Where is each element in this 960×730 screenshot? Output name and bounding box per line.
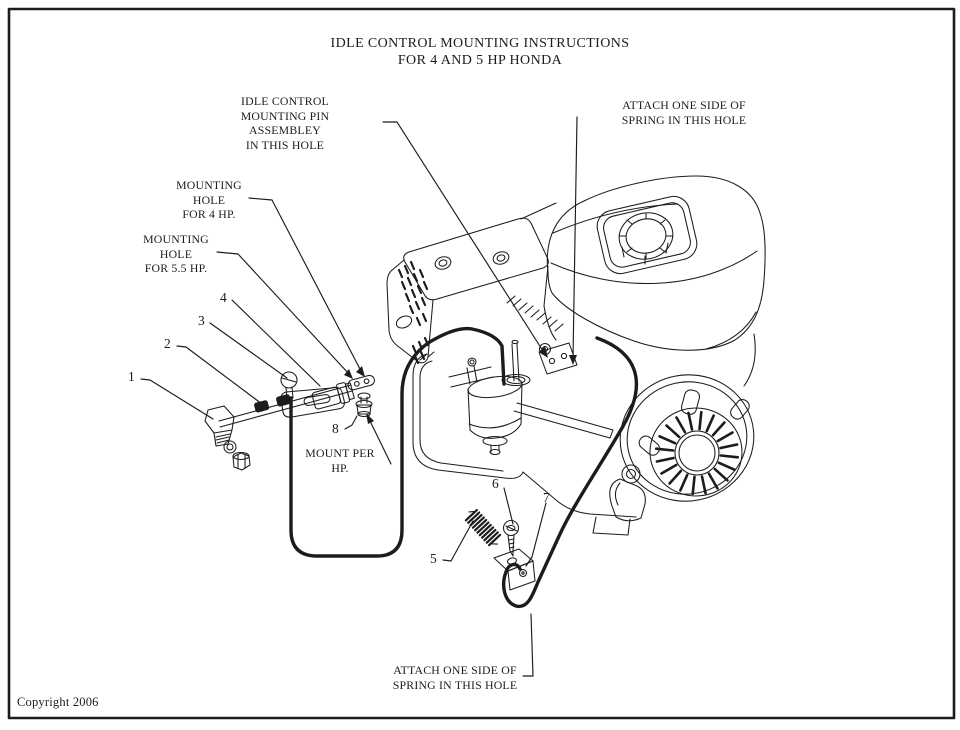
- engine-block-drawing: [412, 265, 637, 536]
- leader-5: [442, 520, 474, 562]
- callout-mounting-hole-4hp: MOUNTING HOLE FOR 4 HP.: [176, 178, 242, 221]
- part-number-4: 4: [220, 290, 227, 305]
- leader-arrowheads: [344, 346, 577, 424]
- part-5-spring-drawing: [464, 508, 502, 547]
- leader-attach-top: [572, 116, 578, 359]
- muffler-drawing: [386, 202, 564, 365]
- leader-4hp: [248, 197, 362, 372]
- part-6-screw-drawing: [502, 519, 520, 557]
- leader-55hp: [216, 251, 350, 375]
- fuel-cap: [618, 212, 674, 265]
- flywheel-drawing: [609, 374, 755, 522]
- copyright-notice: Copyright 2006: [17, 695, 99, 709]
- title-line-2: FOR 4 AND 5 HP HONDA: [397, 53, 563, 68]
- leader-pin-assembly: [382, 121, 544, 352]
- part-1-elbow-fitting: [204, 405, 251, 471]
- callout-mount-per-hp: MOUNT PER HP.: [305, 446, 375, 475]
- leader-3: [209, 322, 288, 379]
- fuel-tank-drawing: [546, 175, 766, 387]
- carburetor-drawing: [448, 339, 578, 456]
- part-number-5: 5: [430, 551, 437, 566]
- callout-pin-assembly: IDLE CONTROL MOUNTING PIN ASSEMBLEY IN T…: [240, 94, 330, 152]
- idle-cable-drawing: [289, 326, 639, 609]
- callout-attach-spring-top: ATTACH ONE SIDE OF SPRING IN THIS HOLE: [621, 98, 747, 127]
- part-3-screw: [280, 371, 298, 400]
- leader-attach-bottom: [522, 613, 534, 677]
- border-frame: [7, 7, 956, 720]
- flywheel-vent-slots: [654, 410, 740, 496]
- leader-2: [176, 345, 263, 405]
- page-title: IDLE CONTROL MOUNTING INSTRUCTIONS FOR 4…: [0, 36, 960, 69]
- part-7-bracket-drawing: [493, 548, 536, 591]
- part-number-8: 8: [332, 421, 339, 436]
- part-number-1: 1: [128, 369, 135, 384]
- callout-attach-spring-bottom: ATTACH ONE SIDE OF SPRING IN THIS HOLE: [392, 663, 518, 692]
- part-number-3: 3: [198, 313, 205, 328]
- leader-1: [140, 378, 214, 420]
- part-number-6: 6: [492, 476, 499, 491]
- leader-6: [503, 487, 514, 525]
- leader-mount-per-hp: [369, 420, 392, 465]
- mounting-plate: [280, 386, 345, 418]
- part-number-2: 2: [164, 336, 171, 351]
- part-number-7: 7: [543, 490, 550, 505]
- leader-8: [344, 415, 358, 430]
- leader-4: [231, 299, 321, 387]
- part-8-mount-pin: [355, 392, 373, 418]
- cylinder-fins: [506, 295, 564, 332]
- leader-lines: [140, 116, 578, 677]
- mounting-hole-tab: [347, 374, 375, 391]
- leader-7: [525, 502, 547, 567]
- pin-assembly-drawing: [204, 371, 375, 471]
- callout-mounting-hole-55hp: MOUNTING HOLE FOR 5.5 HP.: [143, 232, 209, 275]
- title-line-1: IDLE CONTROL MOUNTING INSTRUCTIONS: [330, 36, 630, 51]
- part-4-idle-cylinder: [311, 382, 355, 410]
